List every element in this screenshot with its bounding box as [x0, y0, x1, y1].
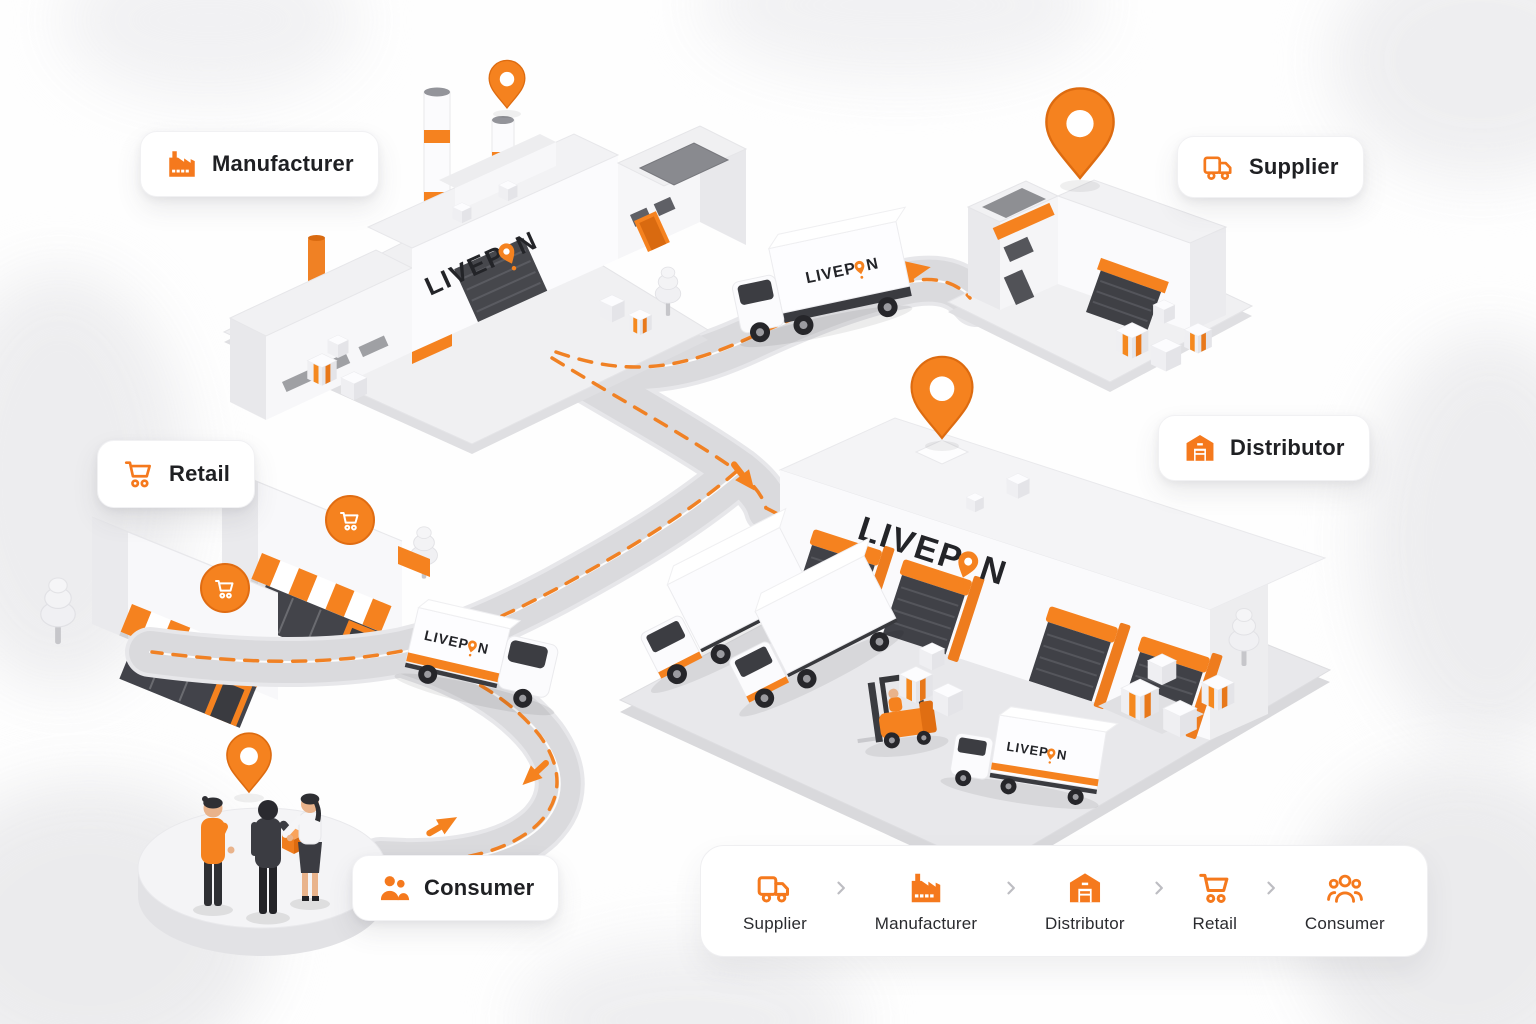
callout-supplier: Supplier	[1177, 136, 1364, 198]
legend-item-retail: Retail	[1192, 869, 1237, 934]
flow-legend: Supplier Manufacturer Distributor	[700, 845, 1428, 957]
chevron-right-icon	[1149, 878, 1169, 898]
map-pin-3d-icon	[488, 59, 526, 109]
warehouse-icon	[1069, 872, 1100, 902]
forklift	[857, 671, 949, 757]
chevron-right-icon	[1261, 878, 1281, 898]
svg-text:N: N	[865, 255, 881, 274]
svg-text:N: N	[476, 639, 490, 657]
legend-label: Consumer	[1304, 913, 1385, 933]
small-box-truck: LIVEP N	[940, 706, 1119, 810]
cart-badge	[200, 563, 250, 613]
loading-dock	[1086, 257, 1169, 334]
factory-building: LIVEP N	[228, 87, 748, 420]
orange-door	[634, 211, 670, 252]
legend-item-distributor: Distributor	[1045, 869, 1125, 934]
callout-distributor: Distributor	[1158, 415, 1370, 481]
people-group-icon	[1327, 874, 1363, 903]
dock-door	[882, 559, 985, 662]
box-truck: LIVEP N	[731, 206, 913, 348]
map-pin-3d-icon	[226, 732, 272, 793]
warehouse-icon	[1186, 434, 1214, 461]
legend-item-supplier: Supplier	[743, 869, 807, 934]
callout-manufacturer: Manufacturer	[140, 131, 379, 197]
callout-consumer: Consumer	[352, 855, 560, 921]
supplier-building	[966, 179, 1228, 372]
road-vehicles: LIVEP N LIVEP N	[394, 206, 913, 716]
callout-label: Distributor	[1230, 435, 1345, 460]
chevron-right-icon	[1001, 878, 1021, 898]
legend-item-consumer: Consumer	[1305, 869, 1385, 934]
delivery-truck-icon	[757, 875, 789, 902]
legend-label: Manufacturer	[874, 913, 978, 933]
legend-label: Supplier	[743, 913, 807, 933]
shopping-cart-icon	[1199, 873, 1229, 903]
svg-text:LIVEP: LIVEP	[1006, 739, 1050, 760]
consumer-group	[193, 793, 330, 925]
callout-label: Retail	[169, 461, 231, 486]
cart-badge	[325, 495, 375, 545]
delivery-truck-icon	[1203, 156, 1232, 180]
shopping-cart-icon	[124, 461, 151, 488]
delivery-van: LIVEP N	[394, 599, 559, 716]
callout-retail: Retail	[97, 440, 256, 508]
svg-text:N: N	[1056, 747, 1069, 763]
brand-logo: LIVEP N	[1006, 739, 1069, 765]
tree-icon	[40, 577, 76, 645]
callout-label: Consumer	[424, 875, 535, 900]
map-pins	[226, 59, 1115, 803]
legend-label: Distributor	[1045, 913, 1125, 933]
warehouse-building: LIVEP N	[604, 417, 1327, 810]
factory-icon	[169, 151, 195, 177]
dock-door	[1028, 606, 1131, 709]
skylight	[982, 188, 1046, 218]
callout-label: Manufacturer	[212, 151, 354, 176]
people-icon	[380, 876, 410, 901]
callout-label: Supplier	[1249, 154, 1339, 179]
side-awning	[398, 546, 430, 577]
person-orange	[193, 796, 235, 916]
factory-icon	[911, 873, 941, 902]
legend-label: Retail	[1192, 913, 1238, 933]
shopping-cart-icon	[215, 580, 234, 599]
shopping-cart-icon	[340, 512, 359, 531]
map-pin-3d-icon	[910, 355, 974, 440]
legend-item-manufacturer: Manufacturer	[875, 869, 978, 934]
garage-door	[454, 237, 548, 322]
skylight	[638, 142, 730, 186]
person-blouse	[282, 793, 330, 910]
chevron-right-icon	[831, 878, 851, 898]
map-pin-3d-icon	[1045, 87, 1115, 180]
